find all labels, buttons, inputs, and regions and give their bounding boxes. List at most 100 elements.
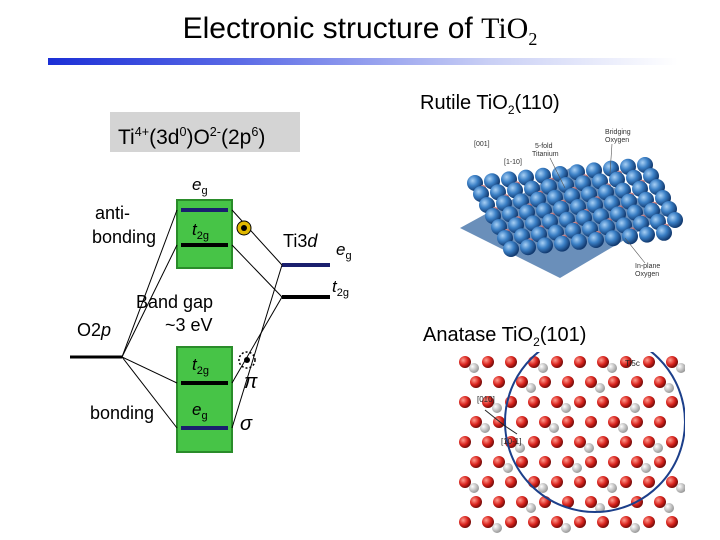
formula-o-occupancy: 6 <box>251 125 259 139</box>
anatase-oxygen-atom <box>608 456 620 468</box>
formula-o-charge: 2- <box>209 125 221 139</box>
anatase-titanium-atom <box>630 403 640 413</box>
anatase-titanium-atom <box>607 483 617 493</box>
rutile-oxygen-atom <box>554 235 570 252</box>
orbital-icon-upper <box>236 220 252 236</box>
anatase-oxygen-atom <box>459 436 471 448</box>
rutile-label-tail: (110) <box>514 92 560 114</box>
rutile-ann-5fold-1: 5-fold <box>535 143 553 150</box>
anatase-oxygen-atom <box>585 376 597 388</box>
rutile-leader-lines <box>549 143 646 264</box>
anatase-oxygen-atom <box>516 376 528 388</box>
antibonding-label-1: anti- <box>95 203 130 223</box>
anatase-oxygen-atom <box>470 416 482 428</box>
anatase-oxygen-atom <box>562 496 574 508</box>
anatase-titanium-atom <box>607 363 617 373</box>
rutile-oxygen-atom <box>639 226 655 243</box>
bonding-box <box>176 346 233 453</box>
anatase-oxygen-atom <box>482 516 494 528</box>
rutile-oxygen-atom <box>503 241 519 257</box>
title-formula-sub: 2 <box>528 29 538 49</box>
anatase-oxygen-atom <box>562 416 574 428</box>
anatase-oxygen-atom <box>643 476 655 488</box>
anatase-oxygen-atom <box>505 476 517 488</box>
rutile-ann-inplane-1: In-plane <box>635 263 660 270</box>
anatase-label-text: Anatase TiO <box>423 324 534 346</box>
eg-antibonding-label: eg <box>192 175 208 197</box>
anatase-oxygen-atom <box>643 356 655 368</box>
rutile-oxygen-atom <box>537 237 553 254</box>
t2g-bonding-label: t2g <box>192 355 209 377</box>
formula-ti-charge: 4+ <box>134 125 150 139</box>
anatase-oxygen-atom <box>539 416 551 428</box>
anatase-oxygen-atom <box>493 456 505 468</box>
anatase-oxygen-atom <box>666 356 678 368</box>
band-gap-label-2: ~3 eV <box>165 315 213 335</box>
anatase-oxygen-atom <box>666 436 678 448</box>
anatase-oxygen-atom <box>539 376 551 388</box>
anatase-oxygen-atom <box>459 516 471 528</box>
formula-ti-occupancy: 0 <box>179 125 187 139</box>
anatase-label-tail: (101) <box>539 324 587 346</box>
orbital-icon-lower <box>238 351 256 369</box>
anatase-titanium-atom <box>503 463 513 473</box>
page-title: Electronic structure of TiO2 <box>0 12 720 50</box>
anatase-oxygen-atom <box>516 456 528 468</box>
pi-label: π <box>244 371 258 393</box>
anatase-oxygen-atom <box>666 396 678 408</box>
formula-close: ) <box>258 126 266 149</box>
anatase-label-sub: 2 <box>533 335 540 349</box>
anatase-oxygen-atom <box>459 396 471 408</box>
formula-o-orbital: (2p <box>220 126 252 149</box>
anatase-oxygen-atom <box>528 476 540 488</box>
anatase-oxygen-atom <box>482 436 494 448</box>
rutile-label-sub: 2 <box>507 103 515 117</box>
title-formula-main: TiO <box>481 12 529 45</box>
anatase-oxygen-atom <box>574 516 586 528</box>
anatase-axis-arrows <box>484 409 518 435</box>
anatase-titanium-atom <box>664 383 674 393</box>
rutile-label-text: Rutile TiO <box>420 92 508 114</box>
anatase-surface-image: Ti5c [010] [10-1] <box>459 352 685 533</box>
anatase-label: Anatase TiO2(101) <box>423 324 586 349</box>
eg-bonding-label: eg <box>192 400 208 422</box>
rutile-oxygen-atom <box>605 230 621 247</box>
t2g-antibonding-label: t2g <box>192 220 209 242</box>
anatase-titanium-atom <box>561 403 571 413</box>
anatase-titanium-atom <box>492 523 502 533</box>
anatase-oxygen-atom <box>516 496 528 508</box>
rutile-oxygen-atom <box>656 224 672 241</box>
rutile-ann-bridging-1: Bridging <box>605 129 631 136</box>
anatase-oxygen-atom <box>516 416 528 428</box>
anatase-oxygen-atom <box>482 476 494 488</box>
anatase-oxygen-atom <box>666 476 678 488</box>
anatase-oxygen-atom <box>608 416 620 428</box>
title-underline <box>48 58 678 65</box>
rutile-oxygen-atom <box>588 232 604 248</box>
rutile-oxygen-atom <box>667 212 683 228</box>
anatase-oxygen-atom <box>597 356 609 368</box>
anatase-ann-101: [10-1] <box>501 437 521 446</box>
anatase-oxygen-atom <box>631 456 643 468</box>
rutile-oxygen-atom <box>622 228 638 245</box>
sigma-label: σ <box>240 413 253 435</box>
anatase-oxygen-atom <box>528 436 540 448</box>
rutile-label: Rutile TiO2(110) <box>420 92 560 117</box>
anatase-oxygen-atom <box>620 436 632 448</box>
anatase-oxygen-atom <box>585 456 597 468</box>
anatase-titanium-atom <box>526 503 536 513</box>
anatase-oxygen-atom <box>597 436 609 448</box>
rutile-oxygen-atom <box>571 233 587 250</box>
anatase-titanium-atom <box>641 463 651 473</box>
anatase-titanium-atom <box>572 463 582 473</box>
anatase-oxygen-atom <box>643 436 655 448</box>
anatase-ann-010: [010] <box>477 395 495 404</box>
anatase-titanium-atom <box>480 423 490 433</box>
rutile-oxygen-atom <box>520 239 536 256</box>
band-gap-label-1: Band gap <box>136 292 213 312</box>
anatase-titanium-atom <box>492 403 502 413</box>
anatase-oxygen-atom <box>631 416 643 428</box>
formula-ti: Ti <box>118 126 135 149</box>
anatase-oxygen-atom <box>470 496 482 508</box>
